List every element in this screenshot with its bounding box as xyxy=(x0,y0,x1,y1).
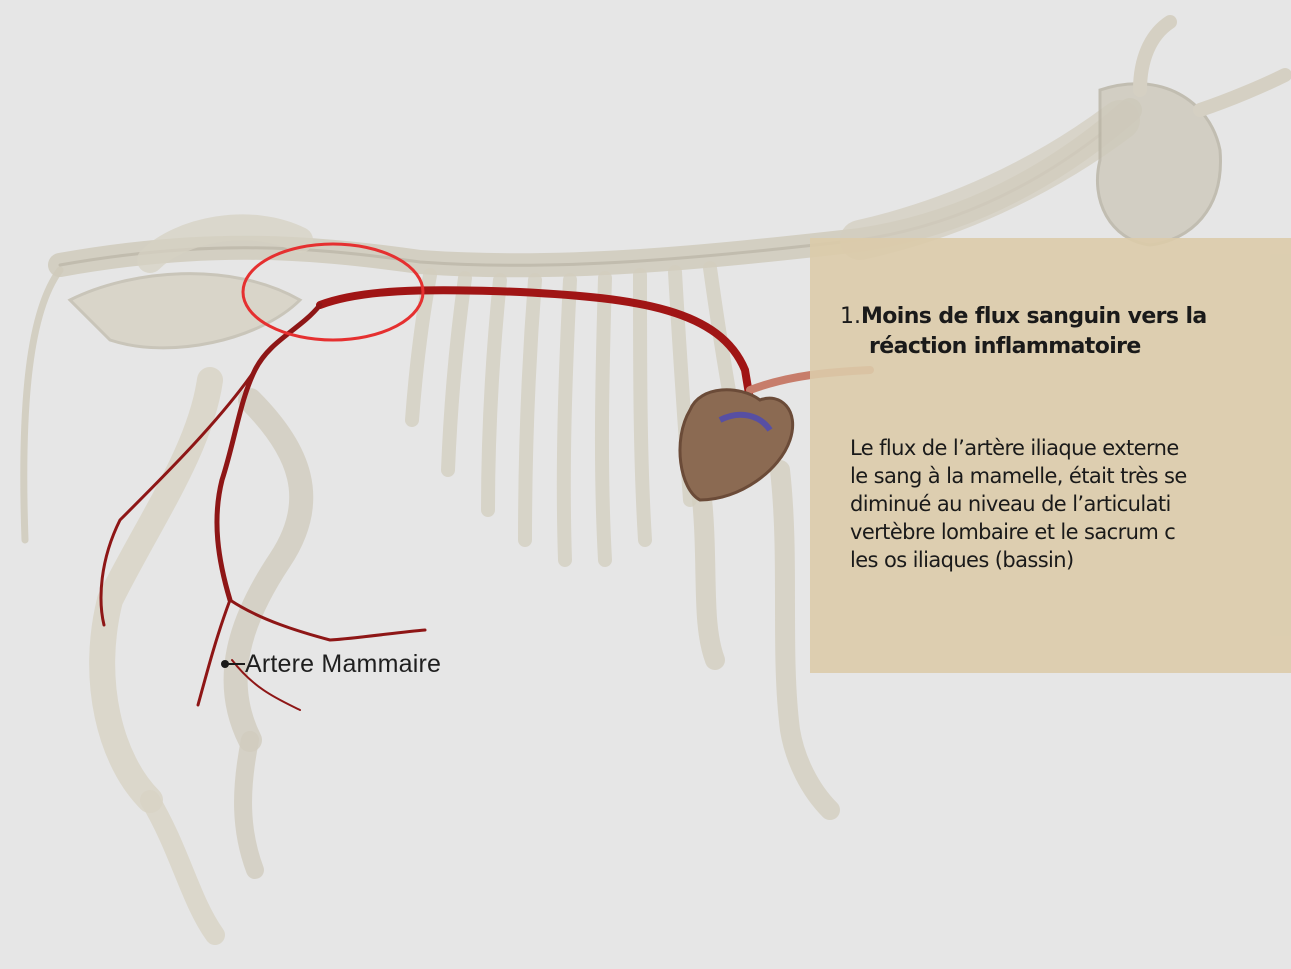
mammary-artery-label: Artere Mammaire xyxy=(245,650,441,679)
info-body-line: diminué au niveau de l’articulati xyxy=(850,490,1291,518)
info-title-line2: réaction inflammatoire xyxy=(840,332,1291,362)
info-body: Le flux de l’artère iliaque externe le s… xyxy=(850,434,1291,574)
info-body-line: les os iliaques (bassin) xyxy=(850,546,1291,574)
info-number: 1. xyxy=(840,304,861,329)
info-body-line: Le flux de l’artère iliaque externe xyxy=(850,434,1291,462)
info-body-line: le sang à la mamelle, était très se xyxy=(850,462,1291,490)
info-title-line1: Moins de flux sanguin vers la xyxy=(861,304,1207,329)
info-heading: 1.Moins de flux sanguin vers la réaction… xyxy=(840,302,1291,362)
info-panel: 1.Moins de flux sanguin vers la réaction… xyxy=(810,238,1291,673)
info-body-line: vertèbre lombaire et le sacrum c xyxy=(850,518,1291,546)
